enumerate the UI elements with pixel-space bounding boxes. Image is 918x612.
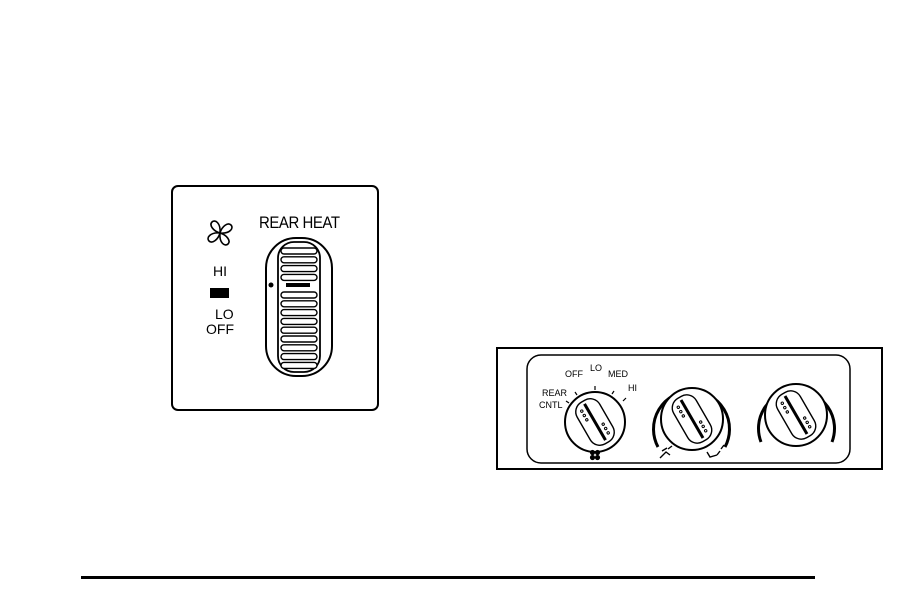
wheel-rib xyxy=(281,362,317,368)
front-climate-control-panel: REAR CNTL OFF LO MED HI xyxy=(496,347,883,470)
rear-heat-panel: REAR HEAT HI LO OFF xyxy=(171,185,379,411)
wheel-rib xyxy=(281,257,317,263)
fan-med-label: MED xyxy=(608,369,629,379)
fan-speed-knob[interactable] xyxy=(565,392,625,452)
indicator-light xyxy=(210,288,229,298)
wheel-rib xyxy=(281,301,317,307)
wheel-rib xyxy=(281,310,317,316)
fan-off-label: OFF xyxy=(565,369,583,379)
wheel-rib xyxy=(281,327,317,333)
lo-label: LO xyxy=(215,306,234,322)
wheel-rib xyxy=(281,336,317,342)
hi-label: HI xyxy=(213,263,227,279)
temperature-knob[interactable] xyxy=(759,384,835,446)
off-label: OFF xyxy=(206,321,234,337)
wheel-rib xyxy=(281,248,317,254)
fan-icon xyxy=(204,217,236,249)
floor-mode-icon xyxy=(707,445,724,457)
fan-hi-label: HI xyxy=(628,383,637,393)
page-divider xyxy=(81,576,815,579)
cntl-label: CNTL xyxy=(539,400,563,410)
wheel-rib xyxy=(281,354,317,360)
rear-fan-thumbwheel[interactable] xyxy=(264,236,334,378)
vent-mode-icon xyxy=(660,446,672,458)
mode-knob[interactable] xyxy=(654,388,730,450)
fan-lo-label: LO xyxy=(590,363,602,373)
rear-label: REAR xyxy=(542,388,568,398)
wheel-rib xyxy=(281,345,317,351)
wheel-rib xyxy=(281,292,317,298)
rear-heat-title: REAR HEAT xyxy=(259,213,340,233)
wheel-rib xyxy=(281,274,317,280)
wheel-rib xyxy=(281,266,317,272)
wheel-rib xyxy=(281,318,317,324)
